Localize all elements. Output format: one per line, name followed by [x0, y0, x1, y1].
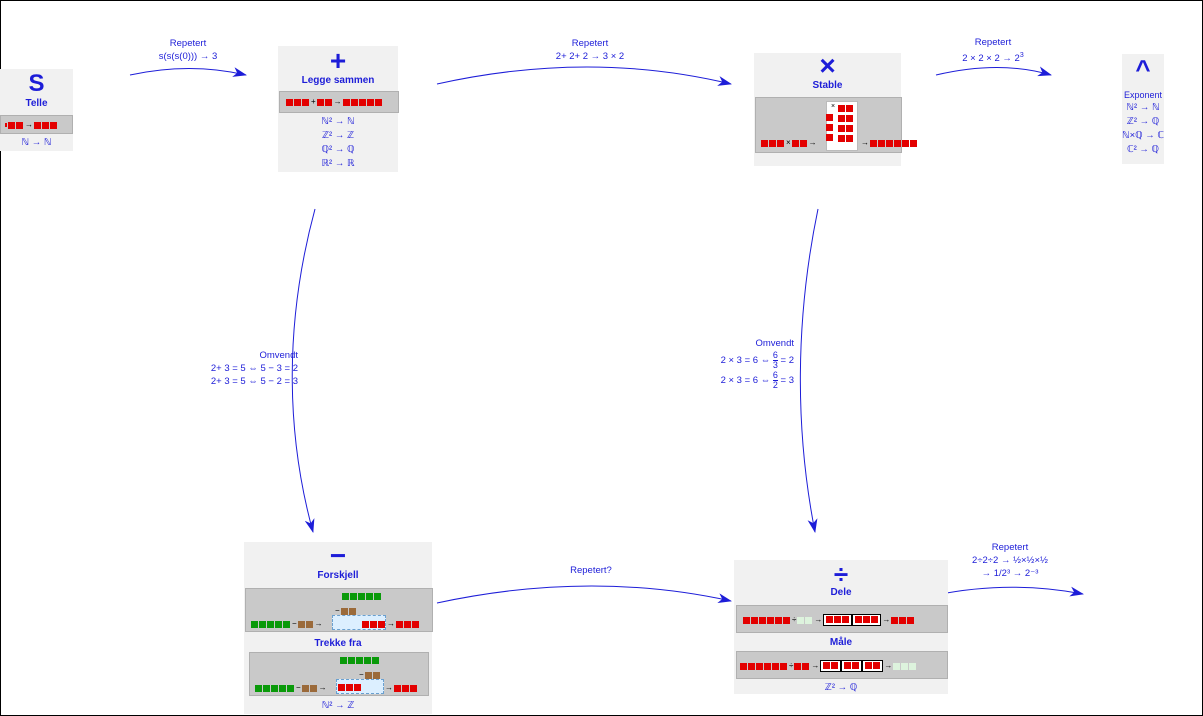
label-inverse-1: 2+ 3 = 5 ⇔ 5 − 3 = 2	[210, 363, 298, 374]
legge-row: +→	[286, 98, 383, 106]
stable-result: →	[860, 139, 918, 147]
legge-eq-1: ℕ² → ℕ	[321, 116, 355, 127]
label-repetert: Repetert	[991, 542, 1029, 553]
label-repetert: Repetert	[169, 38, 207, 49]
telle-card: S Telle → ℕ → ℕ	[0, 69, 73, 151]
minus-icon: −	[329, 540, 347, 571]
label-omvendt: Omvendt	[259, 350, 298, 361]
label-stable-exponent: Repetert 2 × 2 × 2 → 23	[953, 36, 1033, 65]
label-repetert-question: Repetert?	[570, 565, 612, 576]
arrow-legge-to-stable	[436, 66, 732, 86]
trekke-row: −→	[255, 684, 328, 692]
times-icon: ×	[819, 50, 836, 81]
forskjell-band: − −→ →	[245, 588, 433, 632]
label-successor: s(s(s(0))) → 3	[158, 51, 218, 62]
stable-card: × Stable × ×→ →	[754, 50, 917, 166]
exponent-eq-1: ℕ² → ℕ	[1126, 102, 1160, 113]
arrow-forskjell-to-dele	[436, 585, 732, 604]
legge-card: + Legge sammen +→ ℕ² → ℕ ℤ² → ℤ ℚ² → ℚ ℝ…	[278, 45, 399, 172]
exponent-card: ^ Exponent ℕ² → ℕ ℤ² → ℚ ℕ×ℚ → ℂ ℂ² → ℚ	[1122, 54, 1164, 164]
label-repetert: Repetert	[571, 38, 609, 49]
legge-eq-2: ℤ² → ℤ	[321, 130, 355, 141]
legge-eq-4: ℝ² → ℝ	[321, 158, 355, 169]
label-repeated-sum: 2+ 2+ 2 → 3 × 2	[555, 51, 625, 62]
exponent-eq-2: ℤ² → ℚ	[1126, 116, 1160, 127]
dele-eq: ℤ² → ℚ	[824, 682, 858, 693]
label-telle-legge: Repetert s(s(s(0))) → 3	[148, 37, 228, 63]
dele-title: Dele	[830, 587, 852, 598]
stable-stack	[838, 104, 854, 144]
label-omvendt: Omvendt	[755, 338, 794, 349]
stable-band: × ×→ →	[755, 97, 917, 153]
arrow-stable-to-dele	[799, 208, 819, 533]
legge-eqs: ℕ² → ℕ ℤ² → ℤ ℚ² → ℚ ℝ² → ℝ	[278, 115, 398, 171]
label-omvendt-add: Omvendt 2+ 3 = 5 ⇔ 5 − 3 = 2 2+ 3 = 5 ⇔ …	[196, 349, 298, 388]
forskjell-row: −→	[251, 620, 324, 628]
exponent-eq-3: ℕ×ℚ → ℂ	[1121, 130, 1165, 141]
exponent-eq-4: ℂ² → ℚ	[1126, 144, 1160, 155]
male-title: Måle	[829, 637, 853, 648]
dele-card: ÷ Dele ÷→→ Måle ÷→→ ℤ² → ℚ	[734, 560, 948, 694]
male-band: ÷→→	[736, 651, 948, 679]
male-row: ÷→→	[740, 660, 917, 672]
legge-band: +→	[279, 91, 399, 113]
arrow-stable-to-exponent	[935, 66, 1052, 77]
trekke-title: Trekke fra	[314, 638, 362, 649]
dele-row: ÷→→	[743, 614, 915, 626]
label-legge-stable: Repetert 2+ 2+ 2 → 3 × 2	[540, 37, 640, 63]
exponent-title: Exponent	[1123, 90, 1163, 100]
arrow-dele-onward	[935, 586, 1084, 597]
forskjell-eq: ℕ² → ℤ	[321, 700, 355, 711]
telle-symbol: S	[28, 70, 45, 97]
legge-title: Legge sammen	[301, 75, 375, 86]
arrow-legge-to-forskjell	[291, 208, 316, 533]
telle-row: →	[5, 121, 58, 129]
dele-band: ÷→→	[736, 605, 948, 633]
label-power-form: → 1/2³ → 2⁻³	[981, 568, 1039, 579]
label-inverse-2: 2+ 3 = 5 ⇔ 5 − 2 = 3	[210, 376, 298, 387]
trekke-band: − −→ →	[249, 652, 429, 696]
label-repetert: Repetert	[974, 37, 1012, 48]
arrow-telle-to-legge	[129, 67, 247, 77]
label-repeated-product: 2 × 2 × 2 → 23	[962, 52, 1024, 65]
stable-title: Stable	[812, 80, 843, 91]
forskjell-card: − Forskjell − −→ → Trekke fra − −→ → ℕ² …	[244, 540, 433, 714]
legge-eq-3: ℚ² → ℚ	[321, 144, 355, 155]
divide-icon: ÷	[833, 559, 849, 589]
stable-row: ×→	[761, 139, 818, 147]
label-dele-onward: Repetert 2÷2÷2 → ½×½×½ → 1/2³ → 2⁻³	[955, 541, 1065, 580]
forskjell-title: Forskjell	[317, 570, 359, 581]
telle-title: Telle	[25, 98, 48, 109]
label-repeated-division: 2÷2÷2 → ½×½×½	[972, 555, 1048, 566]
plus-icon: +	[329, 45, 347, 76]
telle-eq: ℕ → ℕ	[21, 137, 52, 148]
telle-band: →	[0, 115, 73, 134]
caret-icon: ^	[1135, 54, 1151, 84]
